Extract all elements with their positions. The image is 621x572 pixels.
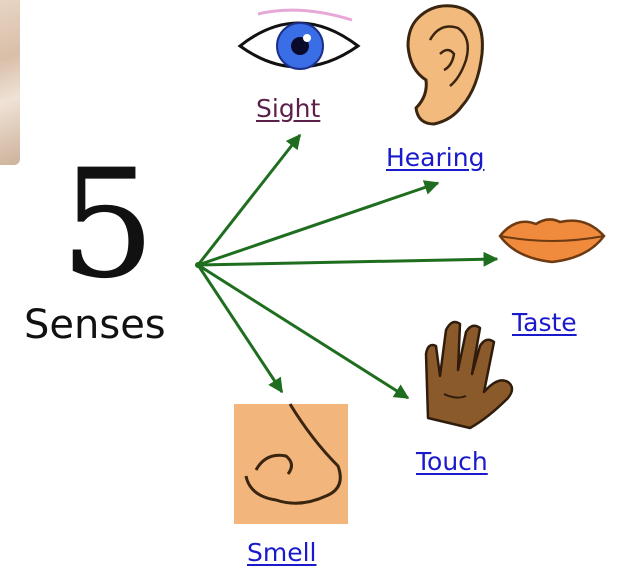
touch-link[interactable]: Touch <box>416 447 488 477</box>
arrow-to-touch <box>198 265 408 398</box>
arrow-to-hearing <box>198 183 438 265</box>
hearing-link[interactable]: Hearing <box>386 143 484 173</box>
arrow-to-sight <box>198 135 300 265</box>
lips-icon <box>500 219 604 262</box>
arrow-to-smell <box>198 265 282 392</box>
arrow-to-taste <box>198 259 497 265</box>
nose-icon <box>234 404 348 524</box>
arrow-hub <box>195 262 201 268</box>
taste-link[interactable]: Taste <box>512 308 577 338</box>
ear-icon <box>408 6 482 124</box>
eye-icon <box>240 10 358 69</box>
sight-link[interactable]: Sight <box>256 94 320 124</box>
hand-icon <box>426 322 512 428</box>
smell-link[interactable]: Smell <box>247 538 317 568</box>
